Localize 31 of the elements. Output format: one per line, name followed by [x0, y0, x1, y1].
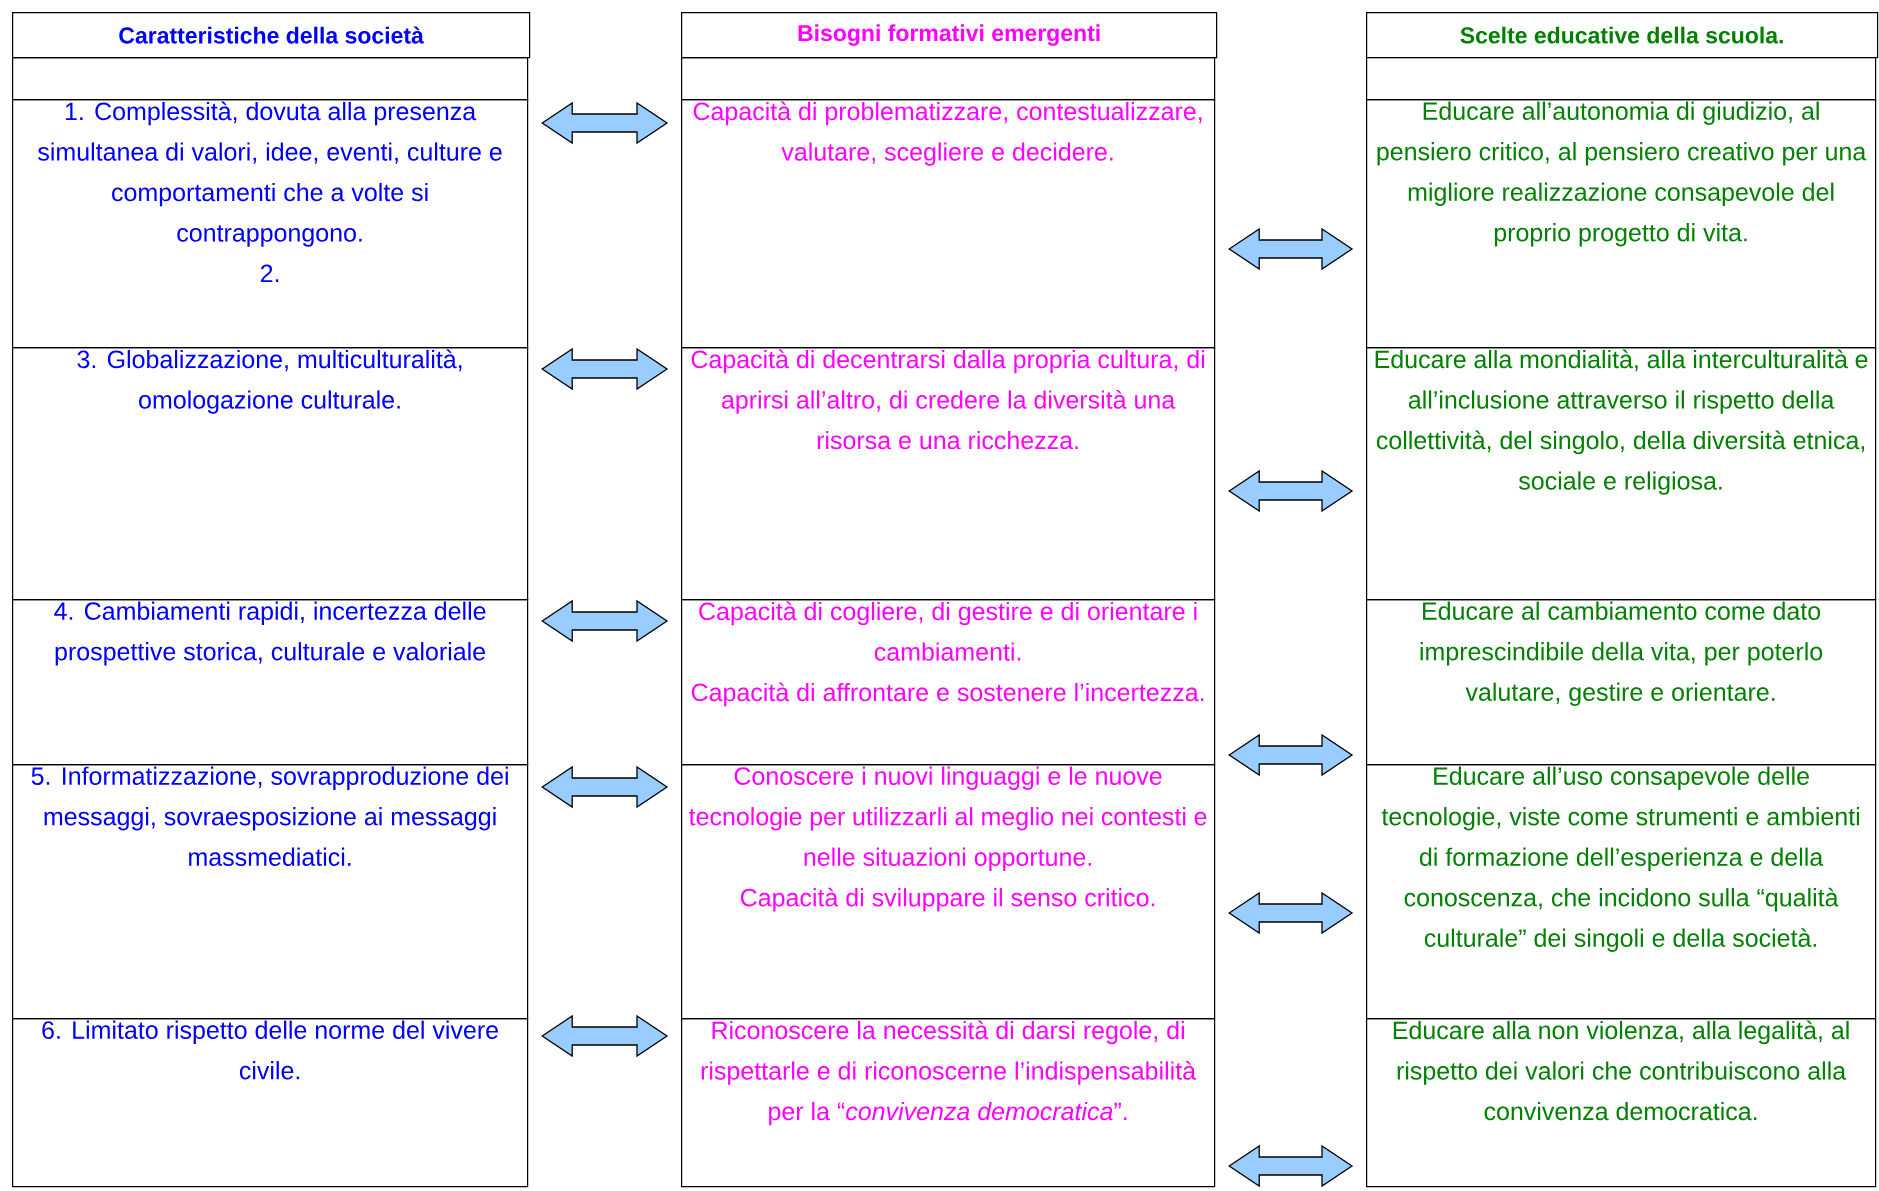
column-header: Scelte educative della scuola.: [1366, 12, 1879, 59]
text-cell: 4. Cambiamenti rapidi, incertezza delle prospettive storica, culturale e valoriale: [12, 599, 529, 766]
text-cell: Capacità di decentrarsi dalla propria cultura, di aprirsi all’altro, di credere la diversità una risorsa e una ricchezza.: [681, 347, 1216, 601]
double-arrow: [541, 347, 669, 391]
text-cell: Capacità di cogliere, di gestire e di orientare i cambiamenti. Capacità di affrontare e sostenere l’incertezza.: [681, 599, 1216, 766]
text-cell: Educare all’autonomia di giudizio, al pensiero critico, al pensiero creativo per una migliore realizzazione consapevole del proprio progetto di vita.: [1366, 99, 1877, 349]
column-header: Bisogni formativi emergenti: [681, 12, 1218, 59]
text-cell: 3. Globalizzazione, multiculturalità, omologazione culturale.: [12, 347, 529, 601]
text-cell: 5. Informatizzazione, sovrapproduzione dei messaggi, sovraesposizione ai messaggi massmediatici.: [12, 764, 529, 1020]
text-cell: Conoscere i nuovi linguaggi e le nuove tecnologie per utilizzarli al meglio nei contesti e nelle situazioni opportune. Capacità di sviluppare il senso critico.: [681, 764, 1216, 1020]
text-cell: Educare all’uso consapevole delle tecnologie, viste come strumenti e ambienti di formazione dell’esperienza e della conoscenza, che incidono sulla “qualità culturale” dei singoli e della società.: [1366, 764, 1877, 1020]
double-arrow: [1228, 1144, 1354, 1188]
empty-cell: [1366, 57, 1877, 101]
empty-cell: [12, 57, 529, 101]
text-cell: Educare alla non violenza, alla legalità, al rispetto dei valori che contribuiscono alla convivenza democratica.: [1366, 1018, 1877, 1188]
double-arrow: [1228, 733, 1354, 777]
empty-cell: [681, 57, 1216, 101]
double-arrow: [541, 765, 669, 809]
text-cell: Capacità di problematizzare, contestualizzare, valutare, scegliere e decidere.: [681, 99, 1216, 349]
double-arrow: [541, 599, 669, 643]
double-arrow: [541, 1014, 669, 1058]
double-arrow: [1228, 891, 1354, 935]
double-arrow: [1228, 227, 1354, 271]
text-cell: Riconoscere la necessità di darsi regole, di rispettarle e di riconoscerne l’indispensabilità per la “convivenza democratica”.: [681, 1018, 1216, 1188]
text-cell: 1. Complessità, dovuta alla presenza simultanea di valori, idee, eventi, culture e comportamenti che a volte si contrappongono. 2.: [12, 99, 529, 349]
column-header: Caratteristiche della società: [12, 12, 531, 59]
double-arrow: [1228, 469, 1354, 513]
double-arrow: [541, 101, 669, 145]
text-cell: 6. Limitato rispetto delle norme del vivere civile.: [12, 1018, 529, 1188]
text-cell: Educare al cambiamento come dato imprescindibile della vita, per poterlo valutare, gestire e orientare.: [1366, 599, 1877, 766]
text-cell: Educare alla mondialità, alla interculturalità e all’inclusione attraverso il rispetto della collettività, del singolo, della diversità etnica, sociale e religiosa.: [1366, 347, 1877, 601]
